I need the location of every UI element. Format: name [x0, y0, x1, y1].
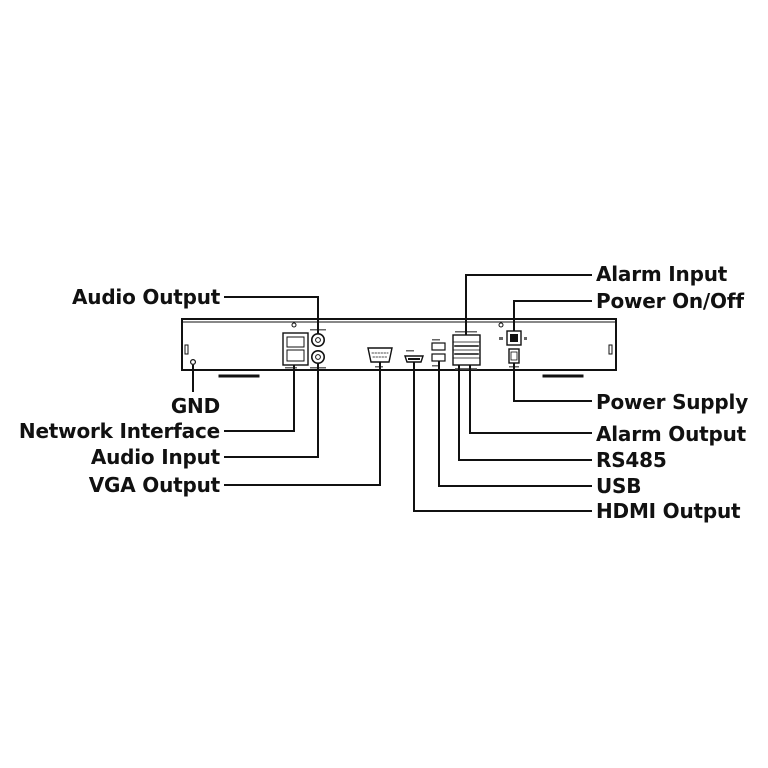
gnd-screw — [190, 359, 197, 366]
label-hdmi-output: HDMI Output — [596, 499, 741, 523]
audio-input-jack — [310, 349, 325, 364]
usb-port-bottom — [431, 353, 446, 362]
usb-port-top — [431, 342, 446, 351]
power-socket — [508, 348, 520, 364]
vga-connector — [367, 347, 393, 363]
label-gnd: GND — [170, 394, 220, 418]
leader-audio-input — [224, 363, 319, 458]
audio-output-jack — [310, 332, 325, 347]
label-power-on-off: Power On/Off — [596, 289, 744, 313]
hdmi-port-fill — [408, 358, 420, 360]
power-switch-rocker — [510, 334, 518, 342]
ear-slot-right — [608, 344, 613, 355]
label-alarm-output: Alarm Output — [596, 422, 747, 446]
panel-screw-right — [498, 322, 504, 328]
leader-alarm-output — [469, 365, 592, 434]
network-port-top — [286, 336, 305, 348]
label-audio-input: Audio Input — [90, 445, 220, 469]
power-socket-inner — [510, 351, 518, 361]
ear-slot-left — [184, 344, 189, 355]
leader-audio-output — [224, 296, 319, 334]
leader-hdmi-output — [413, 362, 592, 512]
device-chassis — [181, 318, 617, 371]
label-alarm-input: Alarm Input — [596, 262, 728, 286]
leader-alarm-input — [465, 274, 592, 335]
label-usb: USB — [596, 474, 642, 498]
network-port-housing — [282, 332, 309, 366]
label-power-supply: Power Supply — [596, 390, 749, 414]
leader-power-supply — [513, 363, 592, 402]
leader-network-interface — [224, 365, 295, 432]
panel-screw-left — [291, 322, 297, 328]
label-audio-output: Audio Output — [72, 285, 221, 309]
audio-output-jack-inner — [315, 337, 321, 343]
leader-rs485 — [458, 365, 592, 461]
label-network-interface: Network Interface — [18, 419, 220, 443]
network-port-bottom — [286, 349, 305, 362]
label-vga-output: VGA Output — [88, 473, 220, 497]
label-rs485: RS485 — [596, 448, 667, 472]
audio-input-jack-inner — [315, 354, 321, 360]
leader-power-on-off — [513, 300, 592, 331]
hdmi-connector — [404, 355, 424, 363]
leader-usb — [438, 361, 592, 487]
leader-vga-output — [224, 362, 381, 486]
